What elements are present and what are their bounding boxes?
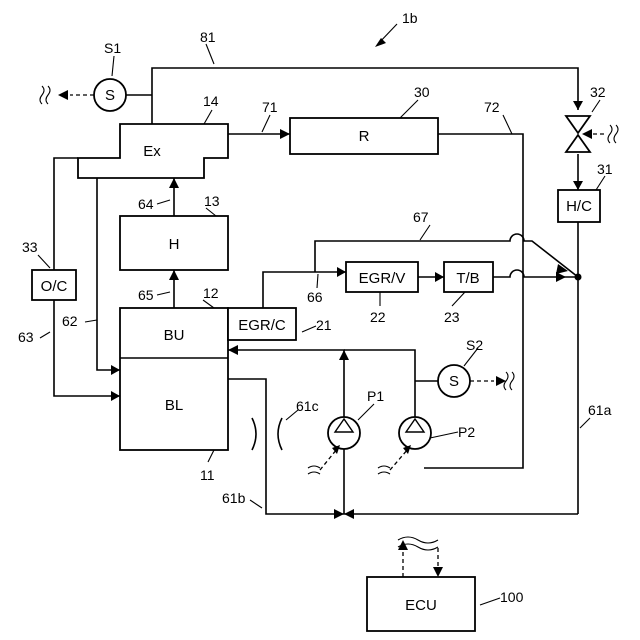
ref-32: 32 (590, 84, 606, 100)
ref-s2: S2 (466, 337, 483, 353)
flow-brackets-61c (252, 418, 282, 450)
radiator-component: R (290, 118, 438, 154)
sensor-s1-label: S (105, 87, 115, 104)
heater-core-component: H/C (558, 190, 600, 222)
ref-67: 67 (413, 209, 429, 225)
valve-32 (566, 116, 618, 152)
pump-p2 (378, 417, 431, 474)
ref-100: 100 (500, 589, 524, 605)
egr-c-label: EGR/C (238, 317, 286, 334)
ref-22: 22 (370, 309, 386, 325)
h-c-label: H/C (566, 198, 592, 215)
ref-81: 81 (200, 29, 216, 45)
ref-p1: P1 (367, 388, 384, 404)
block-component: BU BL (120, 308, 228, 450)
h-label: H (169, 236, 180, 253)
ref-11: 11 (200, 467, 215, 483)
throttle-body-component: T/B (444, 262, 493, 292)
ref-64: 64 (138, 196, 154, 212)
ref-61b: 61b (222, 490, 246, 506)
pump-p1 (308, 417, 360, 474)
oil-cooler-component: O/C (32, 270, 76, 300)
egr-v-label: EGR/V (359, 270, 406, 287)
sensor-s2-label: S (449, 373, 459, 390)
egr-valve-component: EGR/V (346, 262, 418, 292)
ref-66: 66 (307, 289, 323, 305)
ecu-component: ECU (367, 577, 475, 631)
ref-14: 14 (203, 93, 219, 109)
ecu-label: ECU (405, 597, 437, 614)
ref-63: 63 (18, 329, 34, 345)
r-label: R (359, 128, 370, 145)
ref-p2: P2 (458, 424, 475, 440)
ecu-signals (398, 537, 443, 577)
ref-72: 72 (484, 99, 500, 115)
ref-31: 31 (597, 161, 613, 177)
ref-65: 65 (138, 287, 154, 303)
ref-21: 21 (316, 317, 332, 333)
t-b-label: T/B (456, 270, 479, 287)
ref-system: 1b (402, 10, 418, 26)
ref-61c: 61c (296, 398, 319, 414)
ref-12: 12 (203, 285, 219, 301)
exhaust-component: Ex (78, 124, 228, 178)
heater-component: H (120, 216, 228, 270)
bu-label: BU (164, 327, 185, 344)
sensor-s2: S (438, 365, 514, 397)
sensor-s1: S (40, 79, 126, 111)
ref-61a: 61a (588, 402, 612, 418)
egr-cooler-component: EGR/C (228, 308, 296, 340)
ex-label: Ex (143, 143, 161, 160)
ref-s1: S1 (104, 40, 121, 56)
ref-33: 33 (22, 239, 38, 255)
bl-label: BL (165, 397, 183, 414)
ref-30: 30 (414, 84, 430, 100)
ref-71: 71 (262, 99, 278, 115)
ref-23: 23 (444, 309, 460, 325)
ref-13: 13 (204, 193, 220, 209)
ref-62: 62 (62, 313, 78, 329)
o-c-label: O/C (41, 278, 68, 295)
